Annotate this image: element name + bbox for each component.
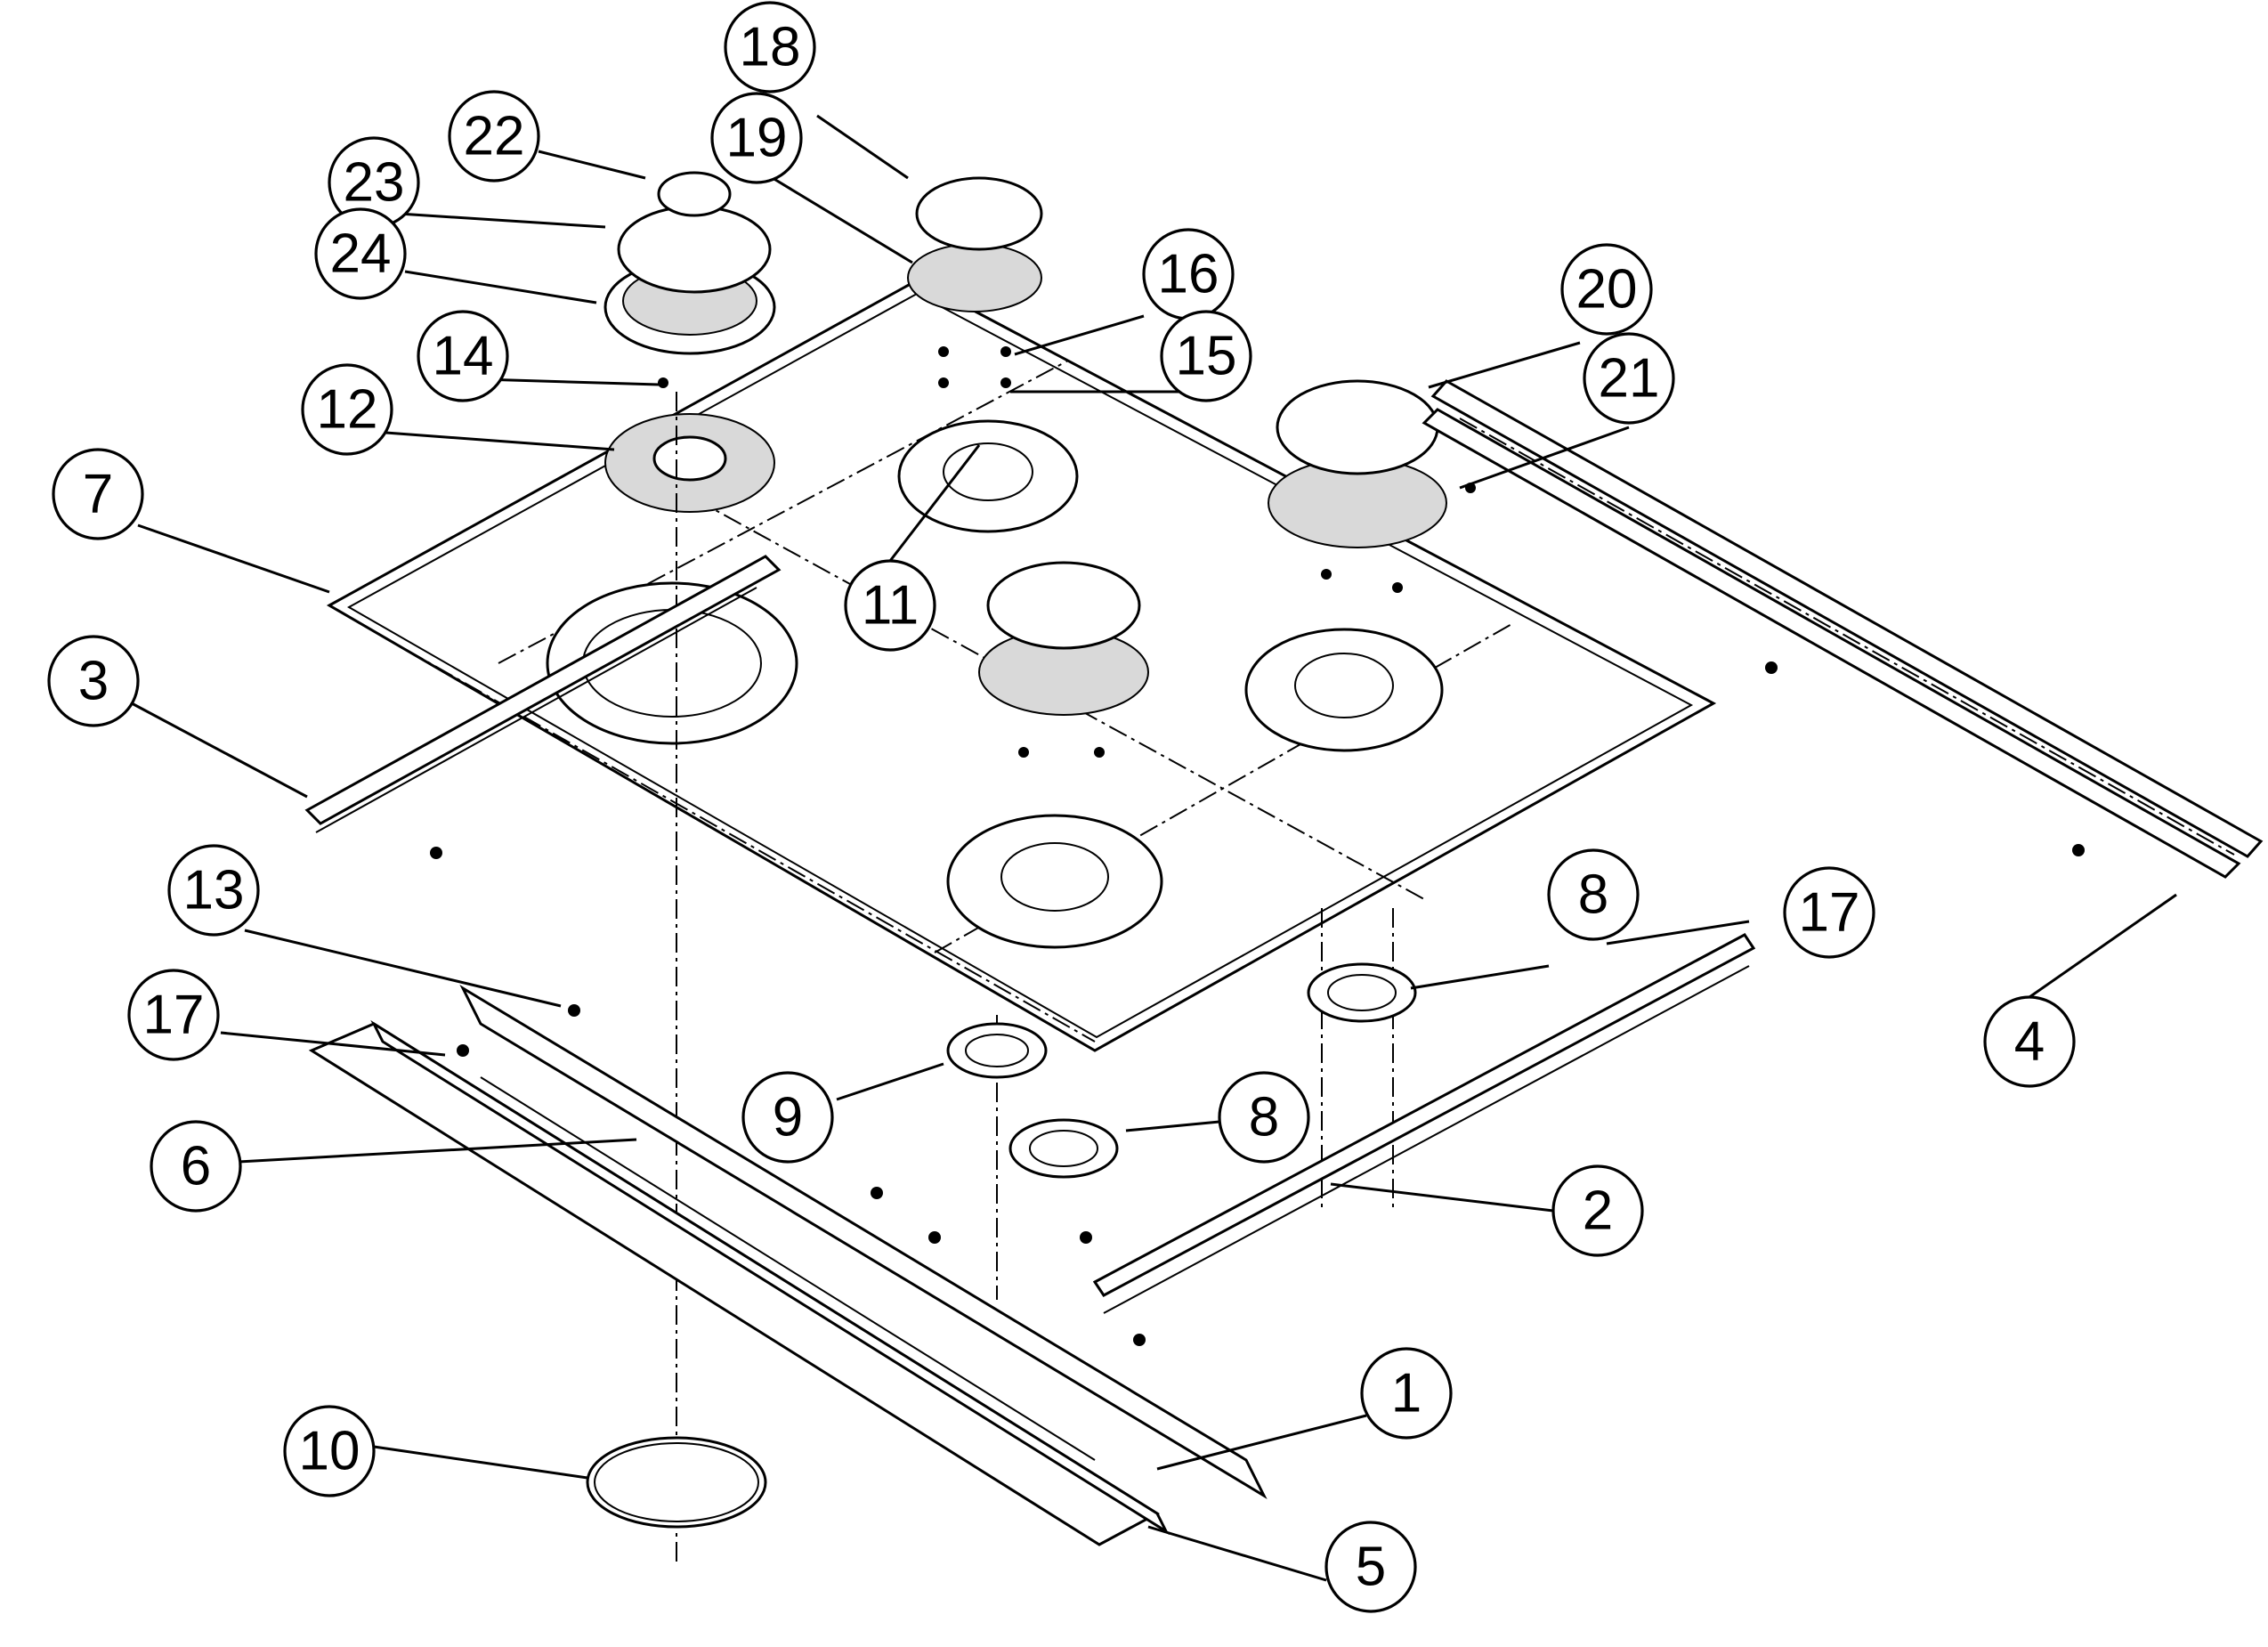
callout-label: 8: [1578, 864, 1608, 926]
clip-9: [946, 1022, 1048, 1079]
callout-label: 3: [78, 651, 109, 712]
callout-13: 13: [167, 844, 260, 937]
callout-label: 17: [143, 985, 205, 1046]
callout-5: 5: [1324, 1521, 1417, 1613]
callout-2: 2: [1551, 1164, 1644, 1257]
callout-16: 16: [1142, 228, 1235, 320]
callout-14: 14: [417, 310, 509, 402]
callout-label: 12: [317, 379, 378, 441]
callout-9: 9: [741, 1071, 834, 1164]
callout-8-lower: 8: [1218, 1071, 1310, 1164]
callout-label: 4: [2014, 1011, 2045, 1073]
screws: [430, 346, 2085, 1346]
ring-10: [586, 1436, 767, 1529]
callout-15: 15: [1160, 310, 1252, 402]
callout-label: 20: [1576, 259, 1638, 320]
callout-label: 5: [1356, 1537, 1386, 1598]
callout-label: 9: [773, 1087, 803, 1148]
callout-22: 22: [448, 90, 540, 183]
callout-20: 20: [1560, 243, 1653, 336]
side-rail-left: [304, 555, 782, 833]
callout-7: 7: [52, 448, 144, 540]
burner-assembly-front: [978, 561, 1149, 716]
rear-strip: [1092, 933, 1756, 1314]
clip-8-upper: [1307, 962, 1417, 1023]
callout-6: 6: [150, 1120, 242, 1213]
centerlines: [676, 392, 1394, 1567]
callout-24: 24: [314, 207, 407, 300]
callout-21: 21: [1583, 332, 1675, 425]
clip-8-lower: [1008, 1118, 1119, 1179]
callout-label: 21: [1599, 348, 1660, 410]
burner-assembly-right: [1268, 379, 1447, 548]
callout-label: 14: [433, 326, 494, 387]
callout-label: 17: [1799, 882, 1860, 944]
callout-label: 7: [83, 464, 113, 525]
callout-11: 11: [844, 559, 936, 652]
callout-3: 3: [47, 635, 140, 727]
burner-openings: [546, 419, 1444, 949]
callout-label: 22: [464, 106, 525, 167]
side-rail-right: [1422, 379, 2264, 879]
burner-assembly-rear-center: [907, 176, 1043, 312]
leader-lines: [131, 114, 2177, 1582]
callout-10: 10: [283, 1405, 376, 1497]
callout-label: 6: [181, 1136, 211, 1197]
callout-label: 8: [1249, 1087, 1279, 1148]
callout-8-upper: 8: [1547, 848, 1640, 941]
callout-label: 18: [740, 17, 801, 78]
callout-17-left: 17: [127, 969, 220, 1061]
callout-label: 24: [330, 223, 392, 285]
callout-label: 2: [1583, 1180, 1613, 1242]
front-frame: [308, 985, 1268, 1546]
callout-label: 11: [862, 575, 919, 637]
callout-label: 1: [1391, 1363, 1422, 1424]
callout-label: 10: [299, 1421, 360, 1482]
callout-12: 12: [301, 363, 393, 456]
burner-assembly-wok: [603, 171, 776, 513]
callout-label: 15: [1176, 326, 1237, 387]
callout-17-right: 17: [1783, 866, 1875, 959]
callout-label: 23: [344, 152, 405, 214]
callout-1: 1: [1360, 1347, 1453, 1440]
callout-label: 16: [1158, 244, 1219, 305]
callout-4: 4: [1983, 995, 2076, 1088]
callout-label: 19: [726, 108, 788, 169]
callout-label: 13: [183, 860, 245, 921]
callout-19: 19: [710, 92, 803, 184]
callout-18: 18: [724, 1, 816, 93]
